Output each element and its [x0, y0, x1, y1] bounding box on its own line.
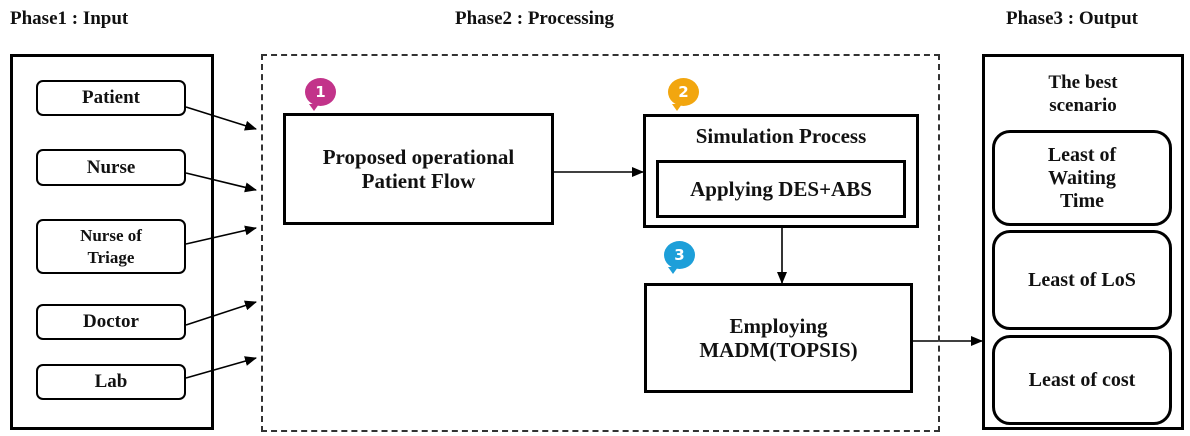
outcome-least-waiting-time: Least of Waiting Time [992, 130, 1172, 226]
input-nurse-of-triage: Nurse of Triage [36, 219, 186, 274]
phase1-title: Phase1 : Input [10, 8, 129, 29]
outcome-least-los: Least of LoS [992, 230, 1172, 330]
arrow-nurse-to-processing [185, 172, 257, 193]
output-heading: The best scenario [1048, 72, 1118, 116]
input-lab: Lab [36, 364, 186, 400]
arrow-lab-to-processing [185, 356, 257, 379]
arrow-doctor-to-processing [185, 300, 257, 326]
step2-simulation-title: Simulation Process [695, 124, 867, 148]
arrow-triage-to-processing [185, 225, 257, 245]
input-patient: Patient [36, 80, 186, 116]
step1-badge: 1 [305, 78, 336, 111]
step2-badge: 2 [668, 78, 699, 111]
outcome-least-cost: Least of cost [992, 335, 1172, 425]
output-phase-frame [982, 54, 1184, 430]
phase2-title: Phase2 : Processing [455, 8, 615, 29]
phase3-title: Phase3 : Output [1006, 8, 1138, 29]
input-phase-frame [10, 54, 214, 430]
step1-proposed-flow-box: Proposed operational Patient Flow [283, 113, 554, 225]
input-nurse: Nurse [36, 149, 186, 186]
step3-badge: 3 [664, 241, 695, 274]
input-doctor: Doctor [36, 304, 186, 340]
arrow-patient-to-processing [185, 106, 257, 131]
step3-employing-madm-box: Employing MADM(TOPSIS) [644, 283, 913, 393]
processing-phase-frame [261, 54, 940, 432]
step2-applying-des-abs-box: Applying DES+ABS [656, 160, 906, 218]
